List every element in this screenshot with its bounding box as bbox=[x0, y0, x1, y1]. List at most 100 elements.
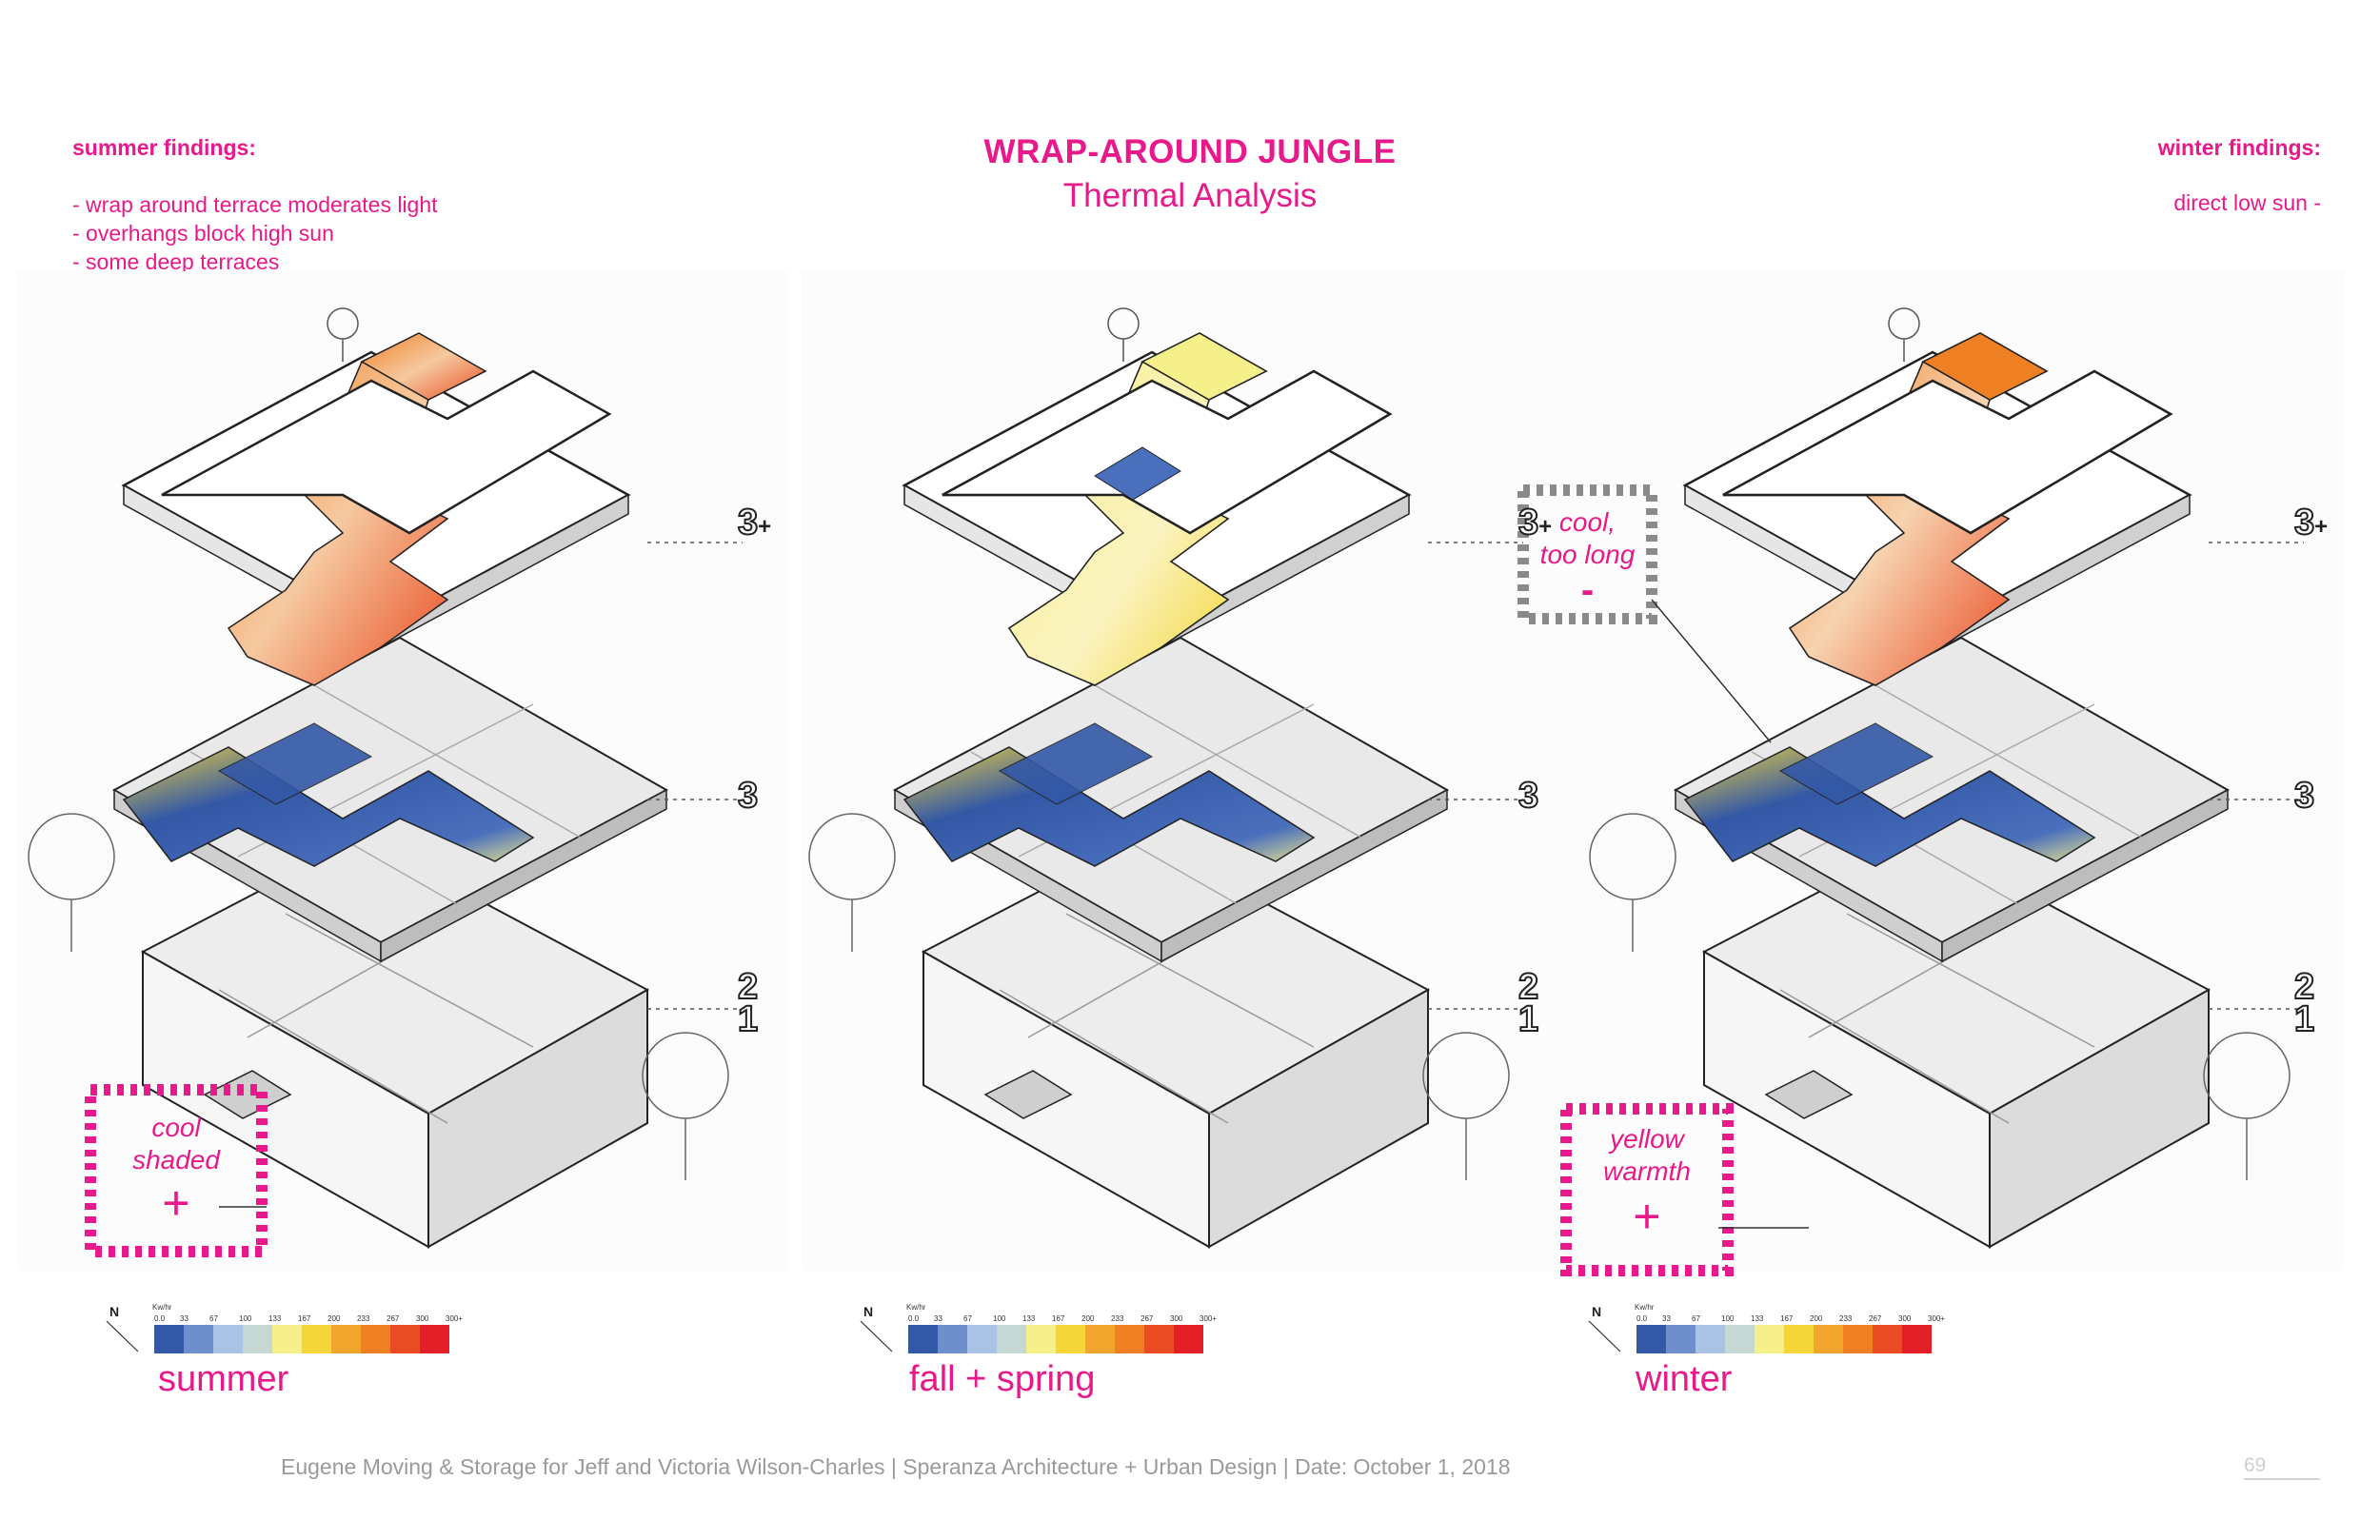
legend-tick-label: 133 bbox=[268, 1314, 282, 1323]
north-label: N bbox=[863, 1304, 873, 1319]
legend-tick-label: 100 bbox=[993, 1314, 1006, 1323]
legend-tick-label: 0.0 bbox=[1636, 1314, 1648, 1323]
legend-swatch bbox=[213, 1325, 243, 1353]
winter-findings-item: direct low sun - bbox=[2173, 190, 2321, 215]
footer-credits: Eugene Moving & Storage for Jeff and Vic… bbox=[281, 1454, 1511, 1479]
winter-building-stack bbox=[1674, 306, 2230, 1249]
legend-tick-label: 133 bbox=[1751, 1314, 1764, 1323]
legend-swatch bbox=[1902, 1325, 1932, 1353]
legend-swatch bbox=[1056, 1325, 1085, 1353]
legend-tick-label: 67 bbox=[209, 1314, 218, 1323]
legend-tick-label: 300 bbox=[1170, 1314, 1183, 1323]
north-label: N bbox=[109, 1304, 119, 1319]
legend-tick-label: 67 bbox=[1692, 1314, 1700, 1323]
legend-tick-label: 233 bbox=[1111, 1314, 1124, 1323]
legend-swatch bbox=[272, 1325, 302, 1353]
legend-tick-label: 67 bbox=[963, 1314, 972, 1323]
legend-swatch bbox=[154, 1325, 184, 1353]
finding-item: - some deep terraces bbox=[72, 249, 280, 274]
legend-tick-label: 200 bbox=[1081, 1314, 1095, 1323]
legend-tick-label: 267 bbox=[1869, 1314, 1882, 1323]
legend-tick-label: 267 bbox=[387, 1314, 400, 1323]
season-label-summer: summer bbox=[158, 1359, 289, 1399]
legend-tick-label: 100 bbox=[1721, 1314, 1735, 1323]
legend-swatch bbox=[420, 1325, 449, 1353]
legend-tick-label: 300+ bbox=[446, 1314, 463, 1323]
legend-swatch bbox=[997, 1325, 1026, 1353]
fall-building-stack bbox=[893, 306, 1449, 1249]
legend-unit: Kw/hr bbox=[906, 1303, 926, 1312]
legend-swatch bbox=[1174, 1325, 1203, 1353]
legend-tick-label: 300+ bbox=[1200, 1314, 1217, 1323]
callout-yellow-warmth: yellow warmth + bbox=[1603, 1124, 1691, 1243]
callout-frame-yellow-warmth bbox=[1560, 1103, 1734, 1276]
page-number-rule bbox=[2244, 1478, 2320, 1480]
legend-swatch bbox=[302, 1325, 331, 1353]
level-label-3plus: 3+ bbox=[2293, 502, 2329, 543]
legend-tick-label: 0.0 bbox=[908, 1314, 920, 1323]
legend-tick-label: 33 bbox=[180, 1314, 188, 1323]
legend-tick-label: 33 bbox=[1662, 1314, 1671, 1323]
legend-swatch bbox=[1636, 1325, 1666, 1353]
legend-swatch bbox=[1115, 1325, 1144, 1353]
finding-item: - overhangs block high sun bbox=[72, 221, 334, 246]
legend-swatch bbox=[1843, 1325, 1873, 1353]
level-label-3plus: 3+ bbox=[1517, 502, 1553, 543]
legend-summer: N Kw/hr bbox=[106, 1303, 172, 1352]
legend-tick-label: 133 bbox=[1022, 1314, 1036, 1323]
winter-findings-title: winter findings: bbox=[2157, 135, 2321, 160]
north-label: N bbox=[1592, 1304, 1601, 1319]
legend-tick-label: 167 bbox=[298, 1314, 311, 1323]
callout-leaders bbox=[219, 599, 1809, 1229]
legend-bars: 0.0 33 67 100 133 167 200 233 267 300 300+ 0.0 33 67 1… bbox=[154, 1314, 1945, 1353]
legend-tick-label: 200 bbox=[327, 1314, 341, 1323]
season-label-fall-spring: fall + spring bbox=[909, 1359, 1096, 1399]
legend-swatch bbox=[1755, 1325, 1784, 1353]
legend-swatch bbox=[967, 1325, 997, 1353]
page-number: 69 bbox=[2244, 1454, 2267, 1476]
level-label-3: 3 bbox=[737, 775, 759, 817]
legend-tick-label: 167 bbox=[1052, 1314, 1065, 1323]
legend-tick-label: 200 bbox=[1810, 1314, 1823, 1323]
legend-swatch bbox=[1026, 1325, 1056, 1353]
legend-swatch bbox=[1666, 1325, 1696, 1353]
finding-item: - wrap around terrace moderates light bbox=[72, 192, 438, 217]
level-leaders bbox=[647, 542, 2304, 1010]
legend-swatch bbox=[361, 1325, 390, 1353]
legend-swatch bbox=[1696, 1325, 1725, 1353]
legend-tick-label: 300 bbox=[416, 1314, 429, 1323]
callout-cool-too-long: cool, too long - bbox=[1539, 507, 1636, 611]
legend-tick-label: 100 bbox=[239, 1314, 252, 1323]
summer-findings-list: - wrap around terrace moderates light - … bbox=[72, 190, 438, 276]
legend-swatch bbox=[938, 1325, 967, 1353]
callout-cool-shaded: cool shaded + bbox=[132, 1113, 220, 1230]
legend-swatch bbox=[1725, 1325, 1755, 1353]
legend-swatch bbox=[1873, 1325, 1902, 1353]
level-label-3plus: 3+ bbox=[737, 502, 772, 543]
legend-swatch bbox=[1085, 1325, 1115, 1353]
legend-fall: N Kw/hr bbox=[860, 1303, 926, 1352]
legend-tick-label: 0.0 bbox=[154, 1314, 166, 1323]
legend-tick-label: 233 bbox=[1839, 1314, 1853, 1323]
legend-tick-label: 233 bbox=[357, 1314, 370, 1323]
summer-building-stack bbox=[112, 306, 668, 1249]
legend-swatch bbox=[1814, 1325, 1843, 1353]
legend-tick-label: 167 bbox=[1780, 1314, 1794, 1323]
page-title: WRAP-AROUND JUNGLE bbox=[983, 133, 1397, 170]
legend-tick-label: 300 bbox=[1898, 1314, 1912, 1323]
legend-tick-label: 33 bbox=[934, 1314, 942, 1323]
legend-winter: N Kw/hr bbox=[1588, 1303, 1655, 1352]
page-subtitle: Thermal Analysis bbox=[1062, 177, 1318, 214]
legend-unit: Kw/hr bbox=[152, 1303, 172, 1312]
legend-swatch bbox=[243, 1325, 272, 1353]
summer-findings-title: summer findings: bbox=[72, 135, 256, 160]
legend-unit: Kw/hr bbox=[1635, 1303, 1655, 1312]
legend-tick-label: 300+ bbox=[1928, 1314, 1945, 1323]
season-label-winter: winter bbox=[1636, 1359, 1733, 1399]
legend-swatch bbox=[1144, 1325, 1174, 1353]
legend-swatch bbox=[331, 1325, 361, 1353]
